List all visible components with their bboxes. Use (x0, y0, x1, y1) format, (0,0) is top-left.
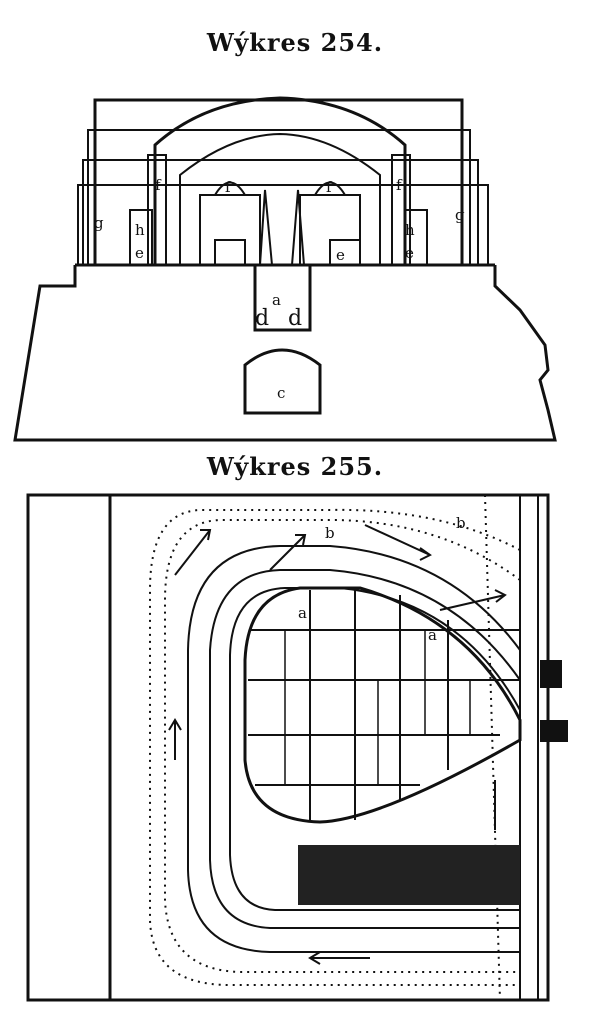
label-d-left: d (255, 306, 269, 331)
label-a-right: a (428, 626, 437, 644)
label-g-left: g (94, 214, 104, 232)
figure-254-title: Wýkres 254. (206, 28, 384, 57)
label-b-top: b (325, 524, 335, 542)
label-f-left: f (155, 176, 162, 194)
label-f-chamber-left: f (225, 178, 232, 196)
label-e-center: e (336, 246, 345, 264)
label-b-right: b (456, 514, 466, 532)
label-c: c (277, 384, 285, 402)
label-a: a (272, 291, 281, 309)
figure-255-title: Wýkres 255. (206, 452, 384, 481)
label-f-chamber-right: f (326, 178, 333, 196)
figure-254-furnace-section: g g h h e e e f f f f d a d c (13, 96, 557, 442)
label-a-left: a (298, 604, 307, 622)
label-h-left: h (135, 221, 145, 239)
label-f-right: f (396, 176, 403, 194)
label-h-right: h (405, 221, 415, 239)
label-e-right: e (405, 244, 414, 262)
label-g-right: g (455, 206, 465, 224)
label-d-right: d (288, 306, 302, 331)
figure-255-furnace-plan: b b a a (26, 493, 568, 1002)
label-e-left: e (135, 244, 144, 262)
ash-pit-shading (298, 845, 520, 905)
